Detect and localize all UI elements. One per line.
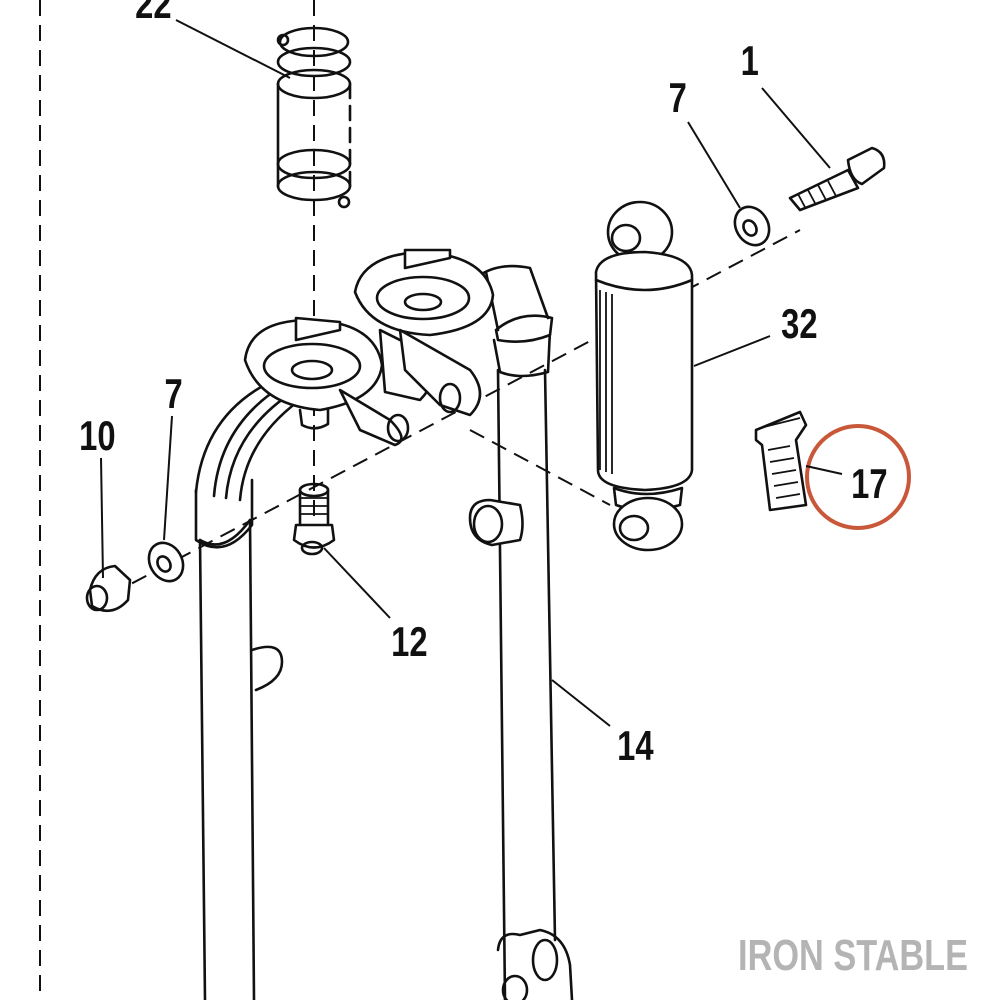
bolt-part-1 (788, 146, 886, 212)
emblem-decal-part-17 (754, 410, 808, 512)
callout-7-top: 7 (669, 74, 687, 121)
washer-part-7-top (733, 205, 771, 247)
callout-14: 14 (617, 722, 653, 769)
spring-part-22 (276, 26, 352, 209)
acorn-nut-part-10 (85, 564, 132, 613)
callout-10: 10 (79, 412, 115, 459)
spring-seat-cups (243, 248, 495, 447)
watermark-text: IRON STABLE (738, 931, 968, 980)
callout-17: 17 (851, 460, 887, 507)
callout-1: 1 (741, 37, 759, 84)
washer-part-7-left (147, 541, 185, 583)
callout-7-left: 7 (165, 370, 183, 417)
callout-12: 12 (391, 618, 427, 665)
leader-lines (100, 19, 843, 727)
callout-22: 22 (135, 0, 171, 27)
highlight-circle (805, 424, 911, 530)
fitting-part-12 (292, 482, 336, 556)
callout-32: 32 (781, 300, 817, 347)
shock-absorber-part-32 (594, 200, 694, 552)
callout-numbers: 22 1 7 32 7 10 17 12 14 (79, 0, 887, 769)
arm-centerline (469, 429, 611, 506)
